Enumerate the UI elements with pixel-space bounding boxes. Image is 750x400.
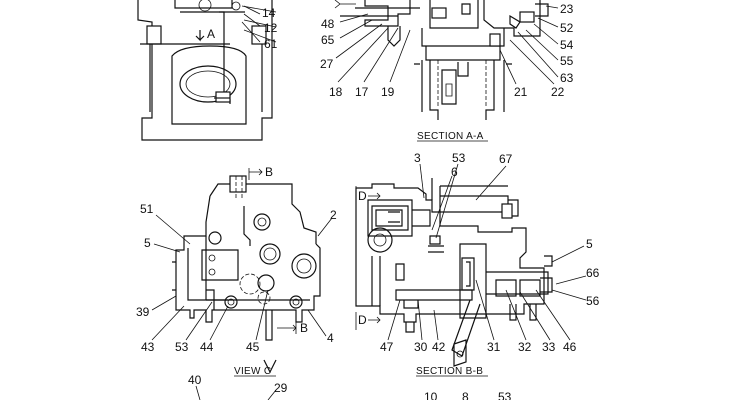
callouts-view-c: 51 5 39 43 53 44 45 2 4: [136, 202, 337, 354]
callout: 22: [551, 85, 565, 99]
marker-d-bottom: D: [358, 313, 367, 327]
callout: 5: [586, 237, 593, 251]
callout: 66: [586, 266, 600, 280]
callout: 52: [560, 21, 574, 35]
callout: 2: [330, 208, 337, 222]
callout: 53: [452, 151, 466, 165]
caption-section-aa: SECTION A-A: [417, 131, 484, 142]
callout: 40: [188, 373, 202, 387]
callout: 65: [321, 33, 335, 47]
callout: 51: [140, 202, 154, 216]
callout: 17: [355, 85, 369, 99]
section-aa-view: [340, 0, 549, 120]
callout: 63: [560, 71, 574, 85]
caption-section-bb: SECTION B-B: [416, 366, 483, 377]
callout: 43: [141, 340, 155, 354]
callout: 45: [246, 340, 260, 354]
callout: 67: [499, 152, 513, 166]
view-c: [172, 175, 321, 341]
callout: 3: [414, 151, 421, 165]
leader-lines: [151, 5, 587, 400]
callout: 53: [175, 340, 189, 354]
callout: 23: [560, 2, 574, 16]
callouts-top-left: 14 12 61: [262, 6, 278, 51]
callout: 27: [320, 57, 334, 71]
callout: 44: [200, 340, 214, 354]
callout: 48: [321, 17, 335, 31]
callout: 21: [514, 85, 528, 99]
callout: 5: [144, 236, 151, 250]
callout: 33: [542, 340, 556, 354]
callout: 14: [262, 6, 276, 20]
callout: 54: [560, 38, 574, 52]
top-left-view: [137, 0, 273, 141]
callouts-section-bb: 3 53 6 67 5 66 56 47 30 42 31 32 33 46: [380, 151, 600, 354]
callout: 19: [381, 85, 395, 99]
marker-a: A: [207, 27, 215, 41]
callout: 55: [560, 54, 574, 68]
marker-b-bottom: B: [300, 321, 308, 335]
callout: 29: [274, 381, 288, 395]
section-bb-view: [355, 178, 553, 367]
callout: 18: [329, 85, 343, 99]
callout: 39: [136, 305, 150, 319]
callout: 42: [432, 340, 446, 354]
callout: 56: [586, 294, 600, 308]
callout: 6: [451, 165, 458, 179]
callout: 46: [563, 340, 577, 354]
callout: 32: [518, 340, 532, 354]
callout: 10: [424, 390, 438, 400]
callout: 31: [487, 340, 501, 354]
caption-view-c: VIEW C: [234, 366, 271, 377]
marker-b-top: B: [265, 165, 273, 179]
callout: 30: [414, 340, 428, 354]
callout: 53: [498, 390, 512, 400]
marker-d-top: D: [358, 189, 367, 203]
callouts-bottom: 40 29 10 8 53: [188, 373, 512, 400]
callout: 47: [380, 340, 394, 354]
callout: 4: [327, 331, 334, 345]
callout: 8: [462, 390, 469, 400]
callout: 61: [264, 37, 278, 51]
callout: 12: [264, 21, 278, 35]
callouts-section-aa: 48 65 27 18 17 19 21 22 23 52 54 55 63: [320, 2, 574, 99]
